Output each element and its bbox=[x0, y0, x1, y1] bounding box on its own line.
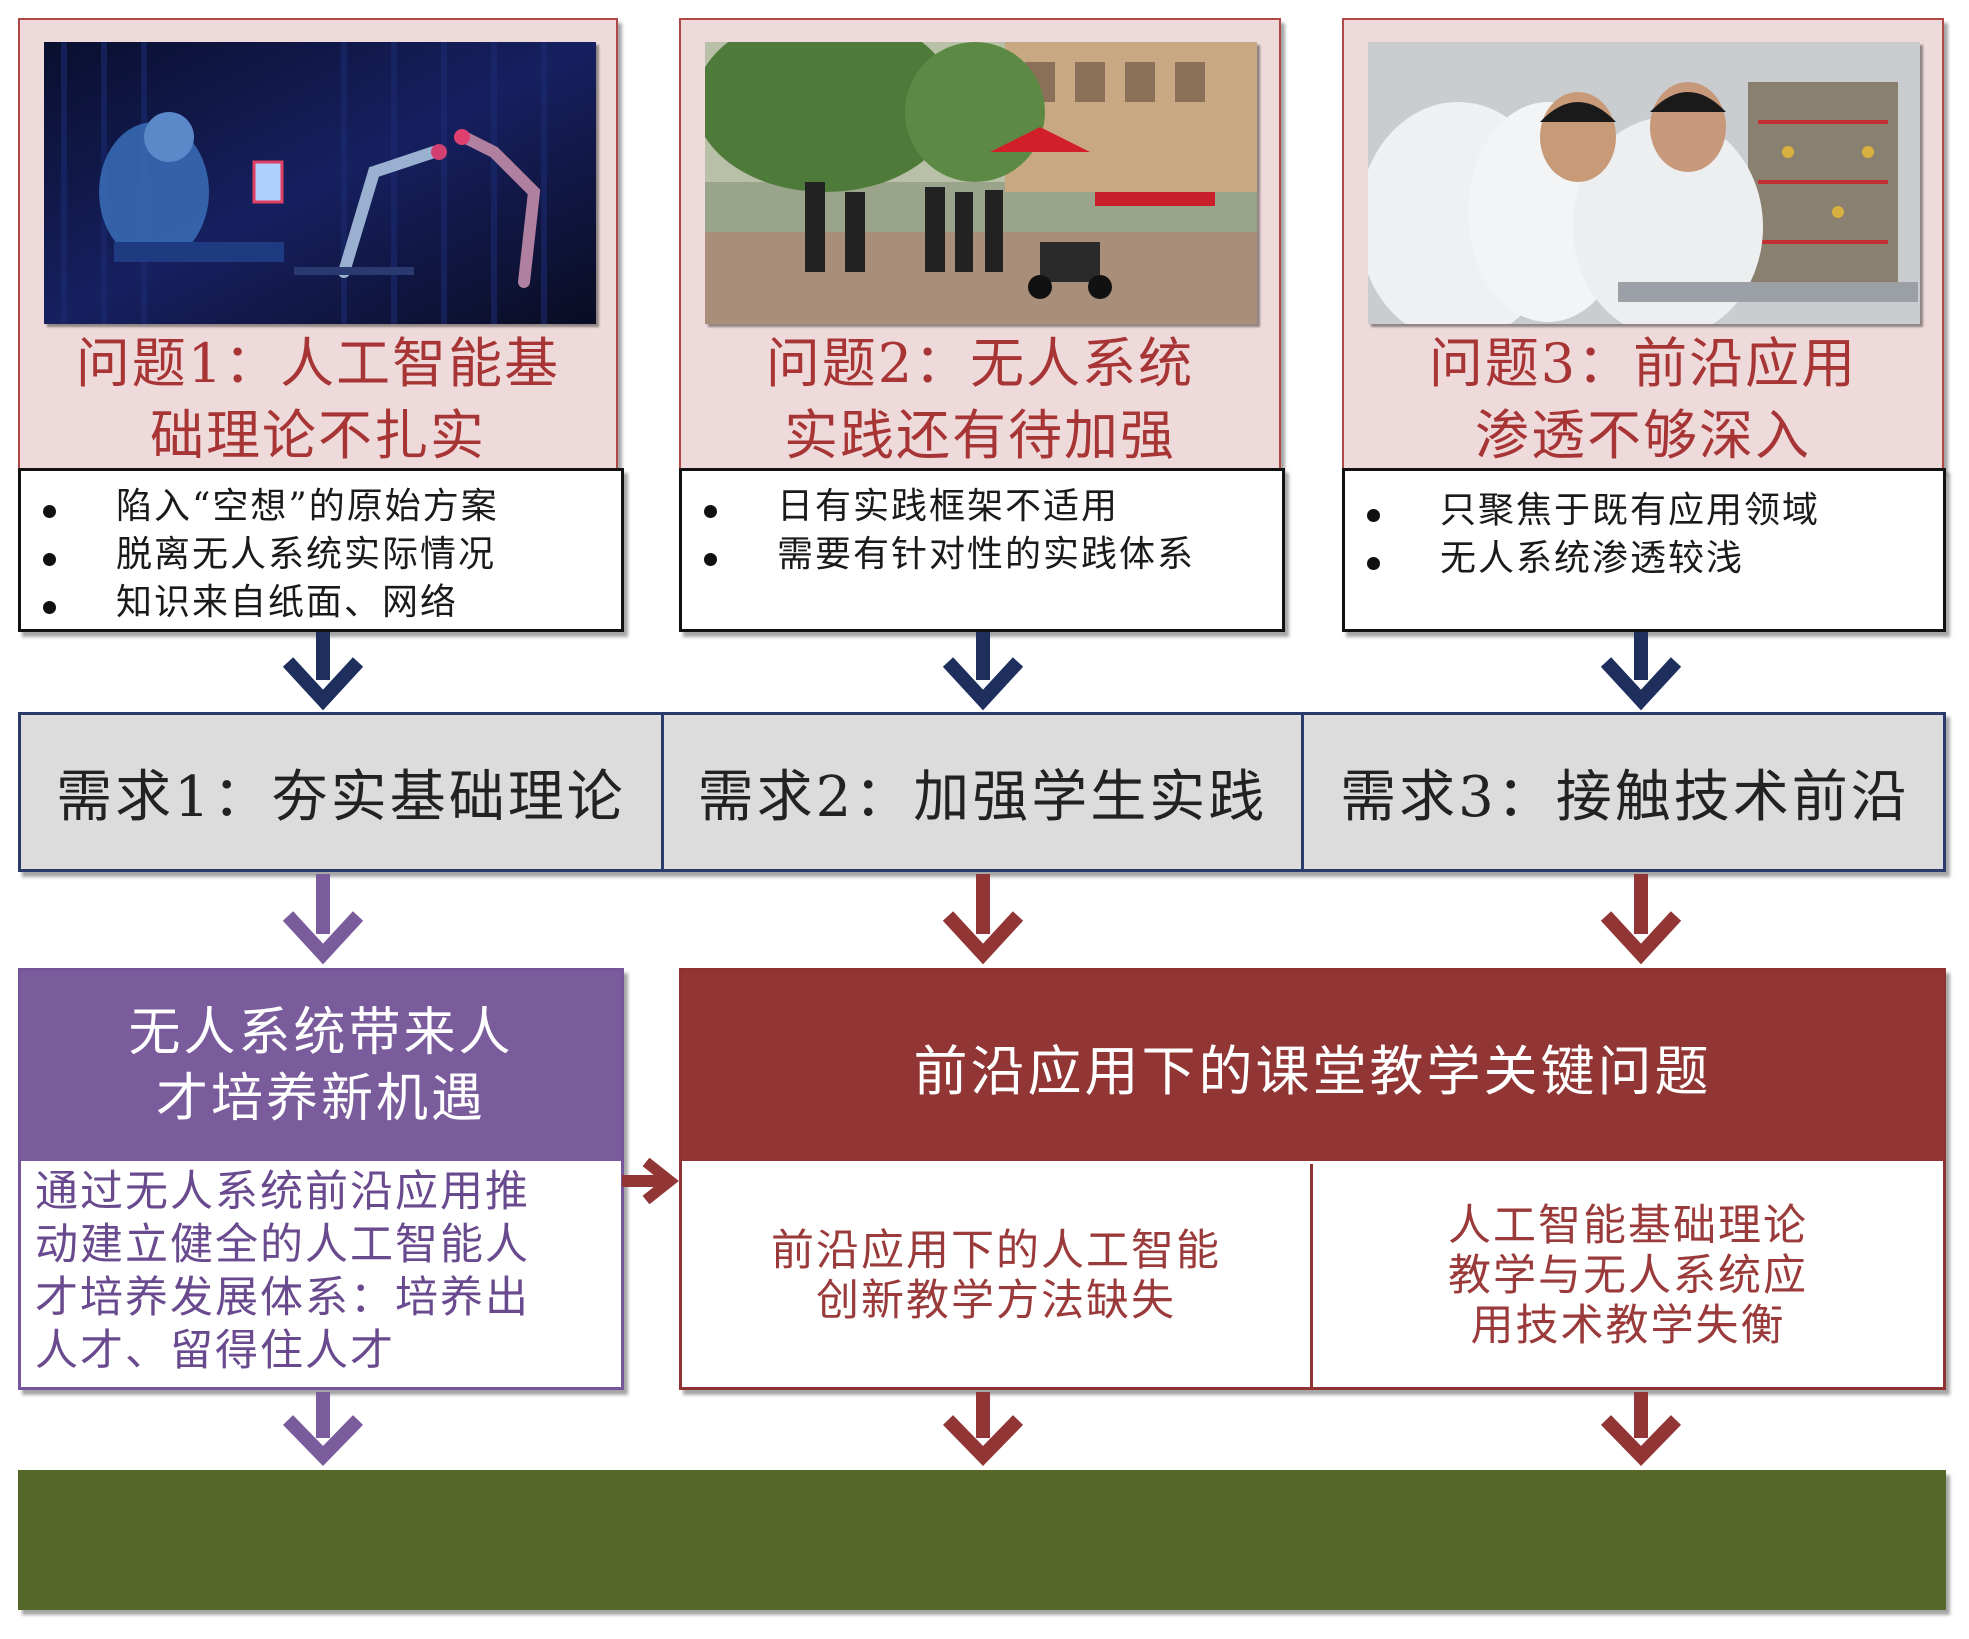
problem-2-title: 问题2：无人系统 实践还有待加强 bbox=[765, 332, 1195, 467]
problem-card-1: 问题1：人工智能基 础理论不扎实 bbox=[18, 18, 618, 470]
need-3: 需求3：接触技术前沿 bbox=[1340, 764, 1910, 830]
problem-3-title: 问题3：前沿应用 渗透不够深入 bbox=[1428, 332, 1858, 467]
opportunity-title: 无人系统带来人 才培养新机遇 bbox=[21, 971, 621, 1161]
list-item: 只聚焦于既有应用领域 bbox=[1345, 487, 1943, 535]
green-outcome-bar bbox=[18, 1470, 1946, 1610]
key-issue-2: 人工智能基础理论 教学与无人系统应 用技术教学失衡 bbox=[1448, 1200, 1808, 1351]
navy-arrow-3 bbox=[1600, 632, 1682, 711]
red-arrow-connector bbox=[622, 1158, 679, 1204]
need-2: 需求2：加强学生实践 bbox=[697, 764, 1268, 830]
needs-row: 需求1：夯实基础理论 需求2：加强学生实践 需求3：接触技术前沿 bbox=[18, 712, 1946, 872]
need-divider bbox=[1301, 715, 1304, 869]
red-arrow-upper-3 bbox=[1600, 874, 1682, 965]
list-item: 陷入“空想”的原始方案 bbox=[21, 483, 621, 531]
key-issue-1: 前沿应用下的人工智能 创新教学方法缺失 bbox=[771, 1225, 1221, 1326]
lab-robot-arm-photo bbox=[44, 42, 596, 324]
navy-arrow-2 bbox=[942, 632, 1024, 711]
need-1: 需求1：夯实基础理论 bbox=[56, 764, 626, 830]
problem-card-3: 问题3：前沿应用 渗透不够深入 bbox=[1342, 18, 1944, 470]
red-arrow-lower-3 bbox=[1600, 1392, 1682, 1467]
lab-engineers-photo bbox=[1368, 42, 1920, 324]
key-issue-divider bbox=[1310, 1164, 1313, 1387]
need-divider bbox=[661, 715, 664, 869]
red-arrow-upper-2 bbox=[942, 874, 1024, 965]
problem-2-bullets: 日有实践框架不适用 需要有针对性的实践体系 bbox=[679, 468, 1285, 632]
outdoor-robot-vehicle-photo bbox=[705, 42, 1257, 324]
problem-card-2: 问题2：无人系统 实践还有待加强 bbox=[679, 18, 1281, 470]
purple-arrow-lower bbox=[282, 1392, 364, 1467]
navy-arrow-1 bbox=[282, 632, 364, 711]
problem-1-bullets: 陷入“空想”的原始方案 脱离无人系统实际情况 知识来自纸面、网络 bbox=[18, 468, 624, 632]
list-item: 无人系统渗透较浅 bbox=[1345, 535, 1943, 583]
list-item: 脱离无人系统实际情况 bbox=[21, 531, 621, 579]
red-arrow-lower-2 bbox=[942, 1392, 1024, 1467]
problem-3-bullets: 只聚焦于既有应用领域 无人系统渗透较浅 bbox=[1342, 468, 1946, 632]
opportunity-box: 无人系统带来人 才培养新机遇 通过无人系统前沿应用推 动建立健全的人工智能人 才… bbox=[18, 968, 624, 1390]
problem-1-title: 问题1：人工智能基 础理论不扎实 bbox=[75, 332, 561, 467]
opportunity-description: 通过无人系统前沿应用推 动建立健全的人工智能人 才培养发展体系：培养出 人才、留… bbox=[35, 1167, 530, 1376]
key-issues-box: 前沿应用下的课堂教学关键问题 前沿应用下的人工智能 创新教学方法缺失 人工智能基… bbox=[679, 968, 1946, 1390]
purple-arrow-upper bbox=[282, 874, 364, 965]
list-item: 知识来自纸面、网络 bbox=[21, 579, 621, 627]
key-issues-title: 前沿应用下的课堂教学关键问题 bbox=[682, 971, 1943, 1161]
list-item: 日有实践框架不适用 bbox=[682, 483, 1282, 531]
list-item: 需要有针对性的实践体系 bbox=[682, 531, 1282, 579]
